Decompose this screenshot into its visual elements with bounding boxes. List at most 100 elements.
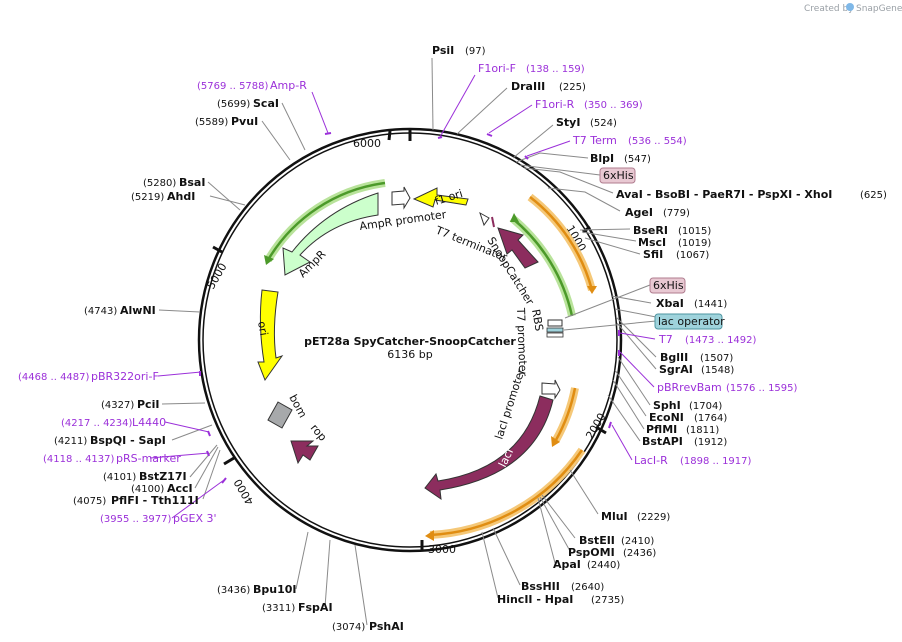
enzyme-pvui: (5589)PvuI	[195, 115, 258, 128]
primer-leader-lines	[149, 74, 656, 519]
enzyme-sphi: SphI(1704)	[653, 399, 722, 412]
f1-ori-arrow	[412, 187, 469, 208]
enzyme-tth111i-group: (4075)PflFI - Tth111I	[73, 494, 199, 507]
enzyme-econi: EcoNI(1764)	[649, 411, 727, 424]
primer-pbr322ori-f: (4468 .. 4487)pBR322ori-F	[18, 370, 159, 383]
enzyme-pflmi: PflMI(1811)	[646, 423, 719, 436]
enzyme-labels: PsiI(97) DraIII(225) StyI(524) BlpI(547)…	[54, 44, 887, 633]
enzyme-blpi: BlpI(547)	[590, 152, 651, 165]
enzyme-xbai: XbaI(1441)	[656, 297, 727, 310]
watermark-brand: SnapGene	[856, 4, 902, 14]
tick-labels: 1000 2000 3000 4000 5000 6000	[204, 137, 608, 556]
primer-f1ori-f: F1ori-F(138 .. 159)	[478, 62, 585, 75]
enzyme-psoomi: PspOMI(2436)	[568, 546, 656, 559]
enzyme-pshai: (3074)PshAI	[332, 620, 404, 633]
enzyme-msci: MscI(1019)	[638, 236, 711, 249]
orf-arrow-mid-head	[551, 436, 560, 447]
enzyme-ahdi: (5219)AhdI	[131, 190, 195, 203]
primer-prs-marker: (4118 .. 4137)pRS-marker	[43, 452, 181, 465]
primer-l4440: (4217 .. 4234)L4440	[61, 416, 166, 429]
watermark-prefix: Created by	[804, 4, 854, 14]
primer-laci-r: LacI-R(1898 .. 1917)	[634, 454, 752, 467]
ori-arrow	[257, 289, 284, 382]
tick-label-3000: 3000	[428, 543, 456, 556]
box-lac-operator	[654, 313, 723, 330]
box-leader-lines	[519, 164, 657, 331]
enzyme-bsteii: BstEII(2410)	[579, 534, 654, 547]
orf-arrow-green-head	[510, 213, 519, 222]
plasmid-name: pET28a SpyCatcher-SnoopCatcher	[304, 335, 516, 348]
orf-arrow-green	[511, 217, 574, 317]
tick-label-6000: 6000	[353, 137, 381, 150]
orf-arrow-ampr-line-head	[264, 255, 274, 265]
enzyme-bglii: BglII(1507)	[660, 351, 733, 364]
lac-operator-marker	[546, 327, 564, 333]
t7-promoter-marker	[546, 332, 564, 338]
orf-arrow-lower-head	[425, 530, 434, 541]
enzyme-alwni: (4743)AlwNI	[84, 304, 156, 317]
orf-arrow-upper	[529, 196, 594, 291]
tick-5000	[212, 245, 223, 254]
boxed-features: 6xHis 6xHis lac operator	[599, 167, 725, 330]
ampr-arrow	[282, 192, 379, 276]
tick-6000	[387, 130, 392, 141]
t7-terminator-mark	[491, 216, 495, 228]
enzyme-mlui: MluI(2229)	[601, 510, 670, 523]
primer-t7-term: T7 Term(536 .. 554)	[572, 134, 687, 147]
feature-label-f1-ori: f1 ori	[433, 187, 464, 208]
enzyme-apai: ApaI(2440)	[553, 558, 620, 571]
enzyme-scai: (5699)ScaI	[217, 97, 279, 110]
enzyme-sfii: SfiI(1067)	[643, 248, 709, 261]
plasmid-size: 6136 bp	[387, 348, 432, 361]
bom-box	[267, 401, 293, 429]
box-6xhis-top-label: 6xHis	[603, 169, 634, 182]
enzyme-bsshii: BssHII(2640)	[521, 580, 604, 593]
feature-label-ori: ori	[255, 320, 270, 336]
primer-labels: F1ori-F(138 .. 159) F1ori-R(350 .. 369) …	[18, 62, 798, 525]
orf-arrow-upper-head	[587, 286, 597, 294]
enzyme-agei: AgeI(779)	[625, 206, 690, 219]
box-lac-operator-label: lac operator	[658, 315, 725, 328]
tick-4000	[223, 456, 235, 466]
enzyme-bsai: (5280)BsaI	[143, 176, 205, 189]
enzyme-styi: StyI(524)	[556, 116, 617, 129]
box-6xhis-top	[599, 167, 636, 184]
laci-arrow	[424, 395, 554, 501]
feature-label-t7-promoter: T7 promoter	[514, 307, 529, 377]
enzyme-draiii: DraIII(225)	[511, 80, 586, 93]
rop-arrow	[290, 440, 319, 465]
ampr-promoter-arrow	[391, 186, 411, 210]
enzyme-acci: (4100)AccI	[131, 482, 193, 495]
t7-terminator-arrow	[479, 211, 490, 227]
enzyme-bpu10i: (3436)Bpu10I	[217, 583, 297, 596]
enzyme-fspai: (3311)FspAI	[262, 601, 333, 614]
enzyme-bstz17i: (4101)BstZ17I	[103, 470, 187, 483]
enzyme-sgrai: SgrAI(1548)	[659, 363, 734, 376]
primer-pbrrevbam: pBRrevBam(1576 .. 1595)	[657, 381, 798, 394]
enzyme-bseri: BseRI(1015)	[633, 224, 711, 237]
orf-arrow-lower	[429, 449, 584, 537]
primer-f1ori-r: F1ori-R(350 .. 369)	[535, 98, 643, 111]
box-6xhis-right-label: 6xHis	[653, 279, 684, 292]
primer-markers	[199, 132, 620, 484]
enzyme-sapi-group: (4211)BspQI - SapI	[54, 434, 166, 447]
feature-label-rop: rop	[308, 422, 330, 444]
tick-2000	[595, 425, 607, 435]
primer-amp-r: (5769 .. 5788)Amp-R	[197, 79, 307, 92]
enzyme-pcii: (4327)PciI	[101, 398, 159, 411]
feature-label-rbs: RBS	[529, 308, 546, 332]
primer-pgex3: (3955 .. 3977)pGEX 3'	[100, 512, 217, 525]
snoopcatcher-arrow	[497, 227, 539, 269]
feature-label-laci-promoter: lacI promoter	[492, 366, 527, 440]
laci-promoter-arrow	[541, 379, 561, 400]
enzyme-xhoi-group: AvaI - BsoBI - PaeR7I - PspXI - XhoI(625…	[616, 188, 887, 201]
primer-t7: T7(1473 .. 1492)	[658, 333, 757, 346]
feature-label-bom: bom	[286, 392, 309, 420]
box-6xhis-right	[649, 277, 686, 294]
snapgene-logo-icon	[846, 3, 854, 11]
rbs-marker	[547, 319, 563, 327]
snapgene-watermark: Created by SnapGene	[804, 3, 902, 14]
orf-arrow-ampr-line	[266, 181, 386, 261]
tick-label-2000: 2000	[583, 411, 608, 442]
